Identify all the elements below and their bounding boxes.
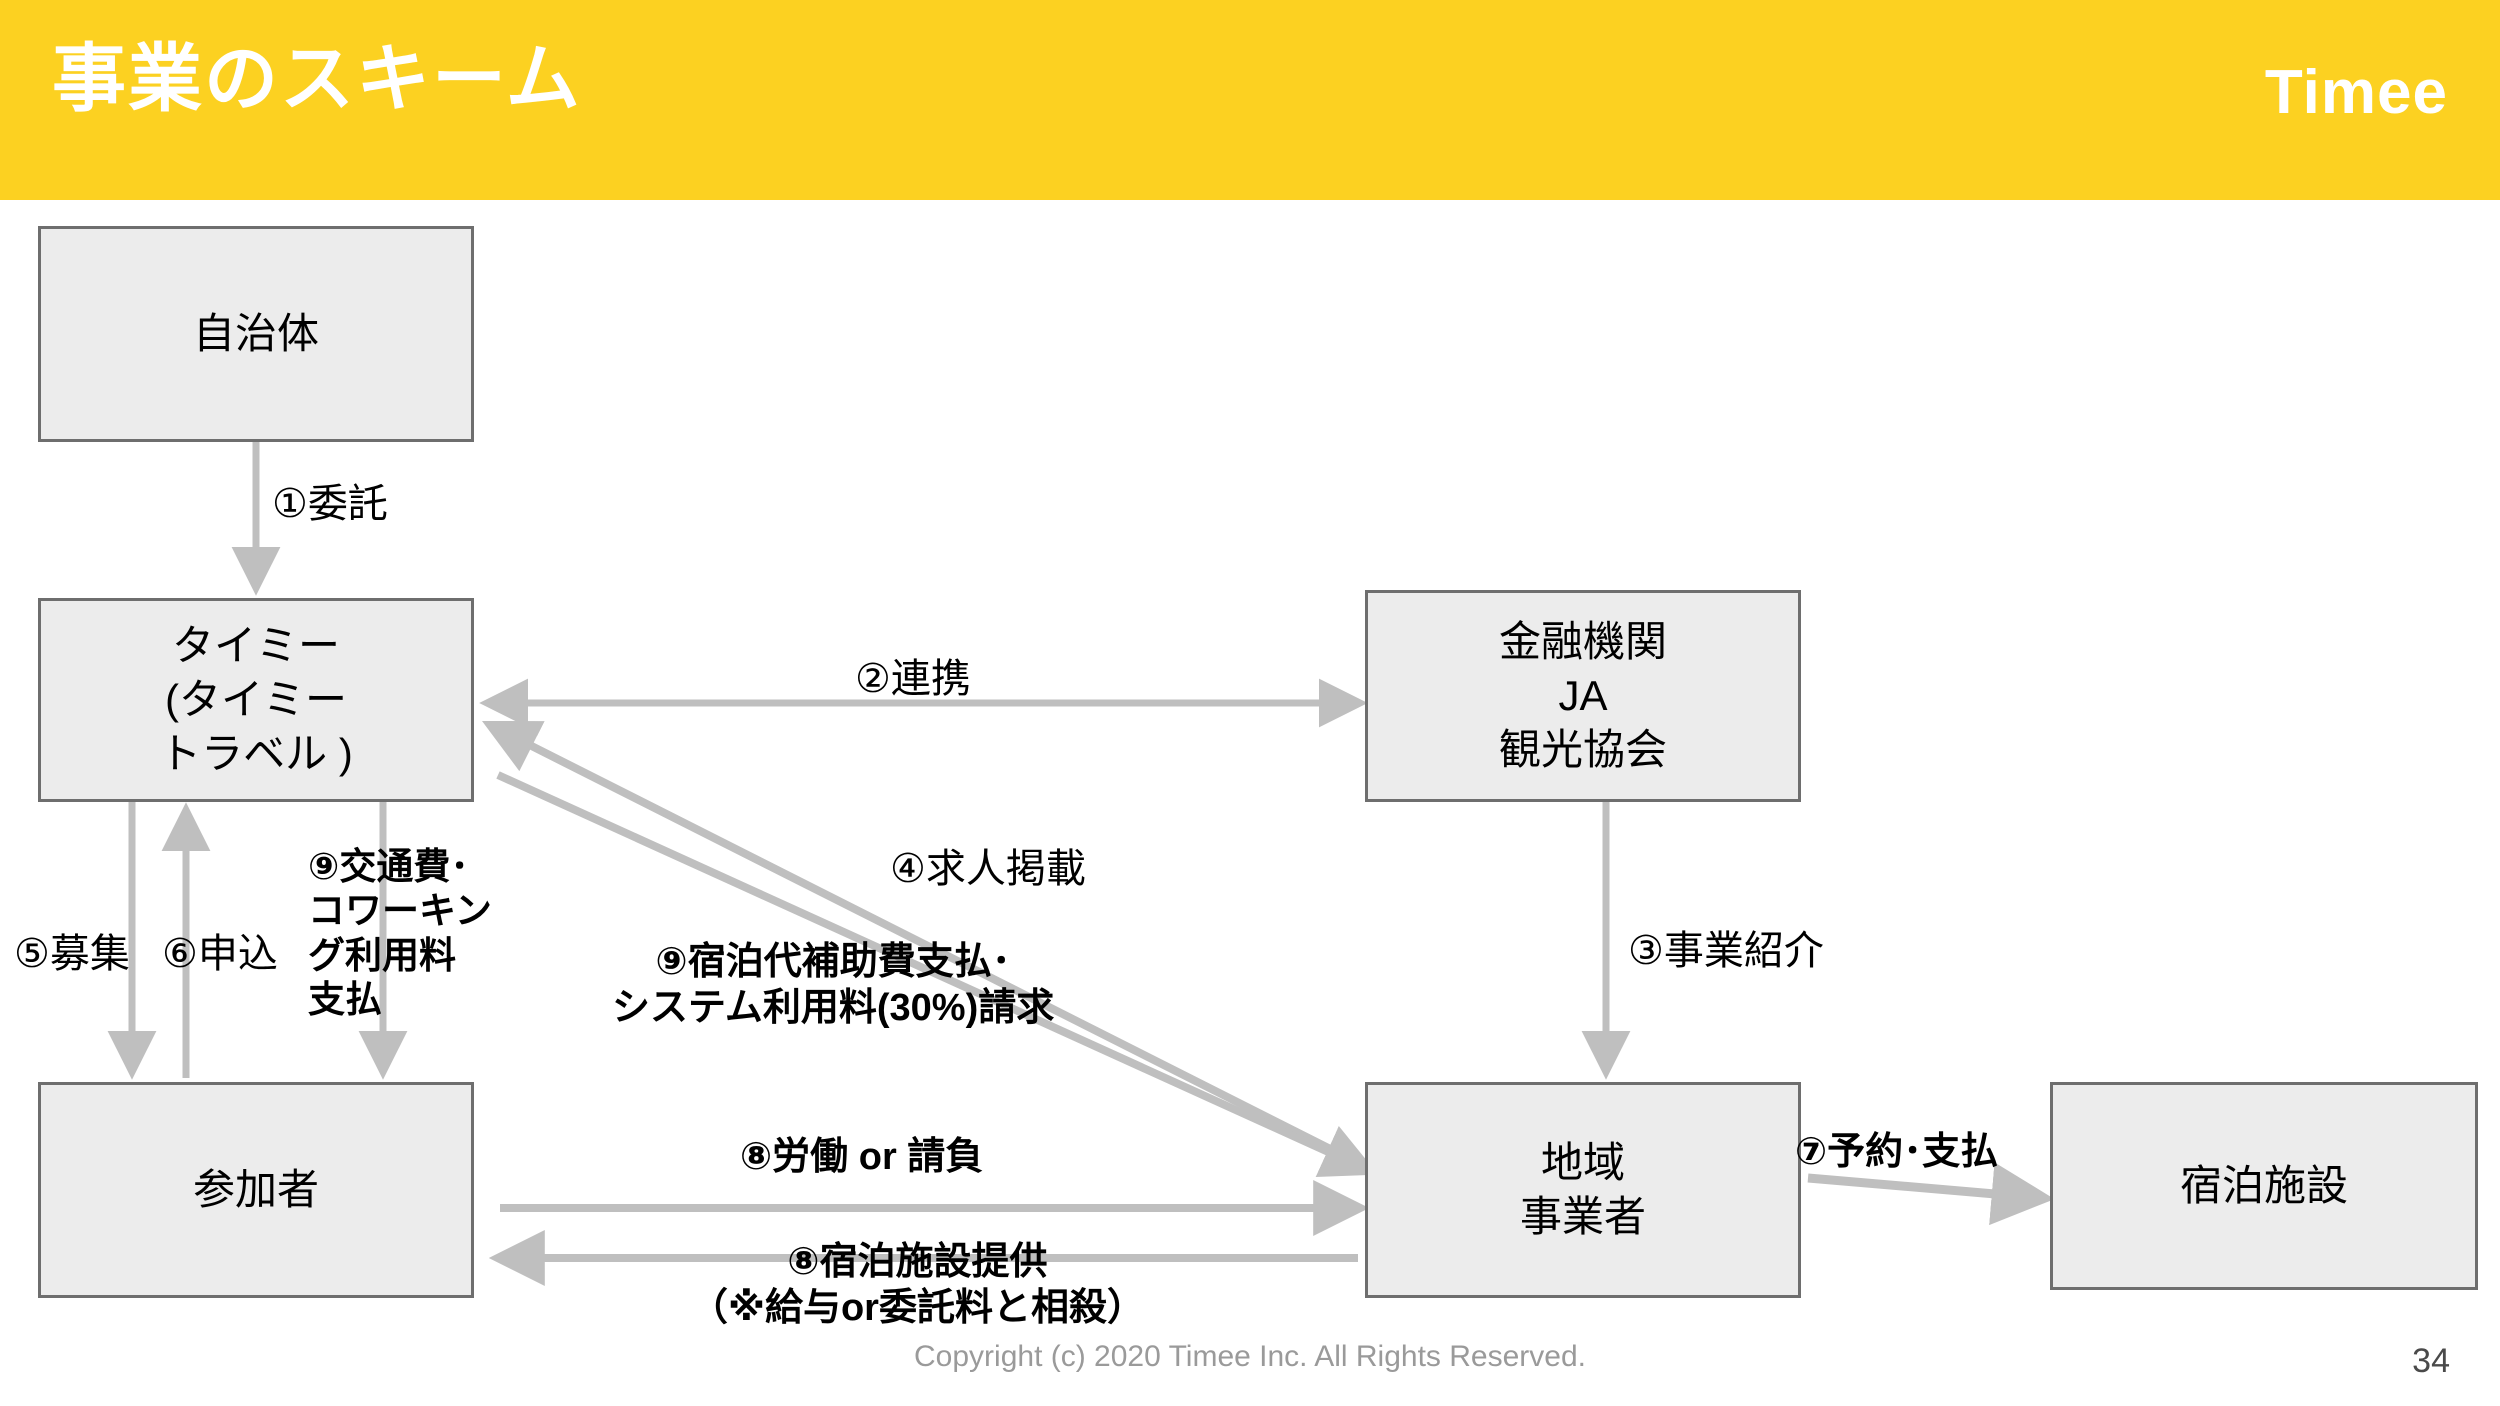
page-number: 34 [2412, 1342, 2450, 1380]
node-label: 自治体 [192, 310, 319, 358]
node-participant[interactable]: 参加者 [38, 1082, 474, 1298]
arrow-label-step6: ⑥申込 [162, 932, 278, 976]
arrow-label-step3: ③事業紹介 [1628, 929, 1824, 973]
arrow-label-step4: ④求人掲載 [890, 847, 1086, 891]
arrow-step4 [482, 720, 1364, 1169]
arrow-label-step8-lodging: ⑧宿泊施設提供 （※給与or委託料と相殺） [690, 1241, 1145, 1329]
arrow-label-step1: ①委託 [272, 482, 388, 526]
arrow-label-step8-work: ⑧労働 or 請負 [740, 1136, 984, 1178]
node-lodging-facility[interactable]: 宿泊施設 [2050, 1082, 2478, 1290]
timee-logo: Timee [2264, 58, 2448, 127]
node-local-government[interactable]: 自治体 [38, 226, 474, 442]
arrow-label-step9-transport: ⑨交通費･ コワーキン グ利用料 支払 [308, 846, 492, 1021]
arrow-step7 [1807, 1162, 2055, 1226]
node-financial-institution[interactable]: 金融機関 JA 観光協会 [1365, 590, 1801, 802]
arrow-step9-lodging [496, 771, 1379, 1177]
slide-header: 事業のスキーム Timee [0, 0, 2500, 200]
node-local-business[interactable]: 地域 事業者 [1365, 1082, 1801, 1298]
arrow-label-step5: ⑤募集 [14, 932, 130, 976]
node-label: 地域 事業者 [1519, 1139, 1646, 1240]
page-title: 事業のスキーム [52, 37, 582, 120]
arrow-label-step9-lodging-subsidy: ⑨宿泊代補助費支払･ システム利用料(30%)請求 [612, 941, 1055, 1029]
footer-copyright: Copyright (c) 2020 Timee Inc. All Rights… [914, 1340, 1586, 1373]
node-label: 宿泊施設 [2179, 1162, 2348, 1210]
node-timee[interactable]: タイミー (タイミー トラベル ) [38, 598, 474, 802]
node-label: 参加者 [192, 1166, 319, 1214]
node-label: 金融機関 JA 観光協会 [1498, 618, 1667, 773]
arrow-label-step2: ②連携 [855, 657, 971, 701]
arrow-label-step7: ⑦予約･支払 [1795, 1131, 1999, 1173]
node-label: タイミー (タイミー トラベル ) [159, 622, 353, 777]
